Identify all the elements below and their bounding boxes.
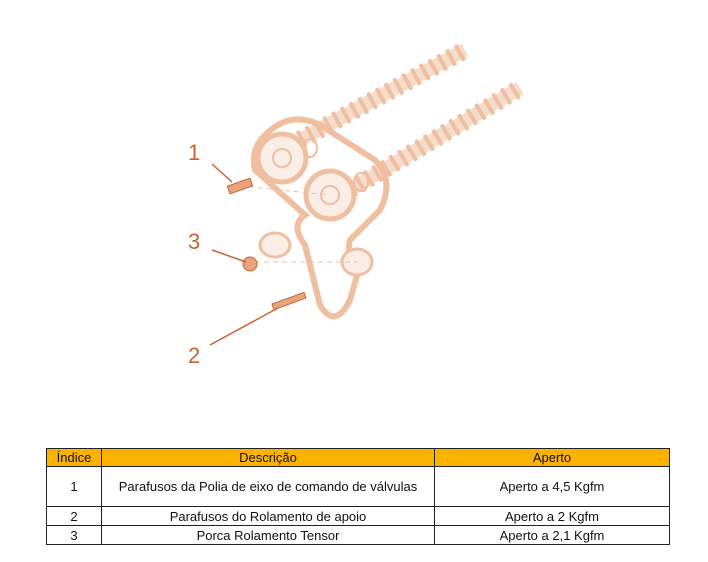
cell-torque: Aperto a 2 Kgfm [434, 506, 670, 526]
torque-table: Índice Descrição Aperto 1 Parafusos da P… [46, 448, 670, 545]
header-torque: Aperto [434, 448, 670, 467]
cell-description: Porca Rolamento Tensor [101, 525, 435, 545]
table-row: 1 Parafusos da Polia de eixo de comando … [46, 466, 670, 507]
table-header: Índice Descrição Aperto [46, 448, 670, 467]
callout-2: 2 [188, 343, 201, 368]
callout-3: 3 [188, 229, 201, 254]
tensioner-pulley [258, 231, 292, 259]
upper-pulley [255, 131, 309, 185]
pulley-bolt [226, 177, 254, 195]
header-index: Índice [46, 448, 102, 467]
cell-index: 3 [46, 525, 102, 545]
table-row: 3 Porca Rolamento Tensor Aperto a 2,1 Kg… [46, 525, 670, 545]
cell-torque: Aperto a 2,1 Kgfm [434, 525, 670, 545]
lower-camshaft [345, 80, 525, 198]
cell-torque: Aperto a 4,5 Kgfm [434, 466, 670, 507]
upper-camshaft [295, 42, 470, 148]
cell-description: Parafusos do Rolamento de apoio [101, 506, 435, 526]
cell-index: 1 [46, 466, 102, 507]
cell-description: Parafusos da Polia de eixo de comando de… [101, 466, 435, 507]
table-row: 2 Parafusos do Rolamento de apoio Aperto… [46, 506, 670, 526]
cell-index: 2 [46, 506, 102, 526]
tensioner-nut [242, 256, 258, 272]
idler-bolt [271, 291, 307, 311]
timing-belt-diagram [209, 42, 525, 346]
header-description: Descrição [101, 448, 435, 467]
callout-1: 1 [188, 140, 201, 165]
